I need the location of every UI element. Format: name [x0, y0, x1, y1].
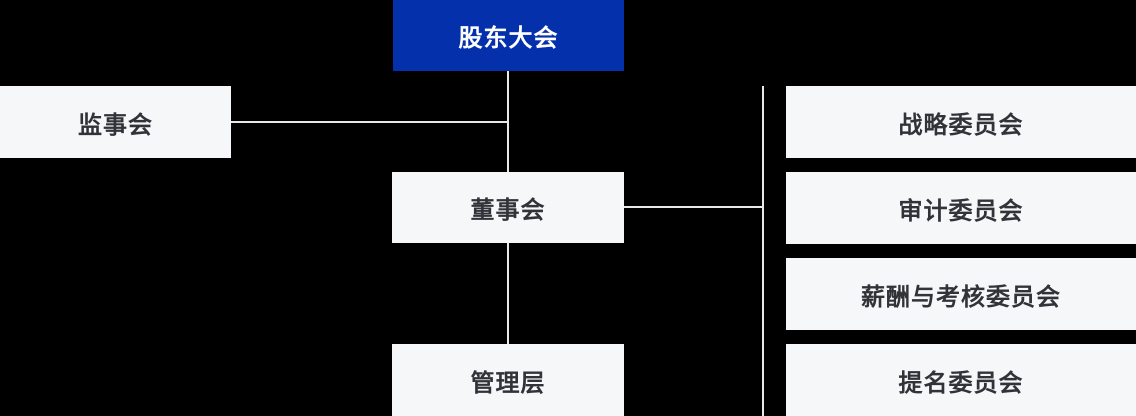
node-management: 管理层 — [392, 344, 624, 416]
node-nomination-committee: 提名委员会 — [786, 344, 1136, 416]
connector-directors-to-committees — [624, 206, 764, 208]
node-audit-committee: 审计委员会 — [786, 172, 1136, 244]
connector-supervisory-branch — [231, 121, 509, 123]
node-shareholders-meeting: 股东大会 — [393, 0, 624, 71]
node-board-of-directors: 董事会 — [392, 172, 624, 243]
node-remuneration-assessment-committee: 薪酬与考核委员会 — [786, 258, 1136, 330]
connector-committees-trunk — [762, 86, 764, 416]
node-supervisory-board: 监事会 — [0, 86, 231, 158]
node-strategy-committee: 战略委员会 — [786, 86, 1136, 158]
